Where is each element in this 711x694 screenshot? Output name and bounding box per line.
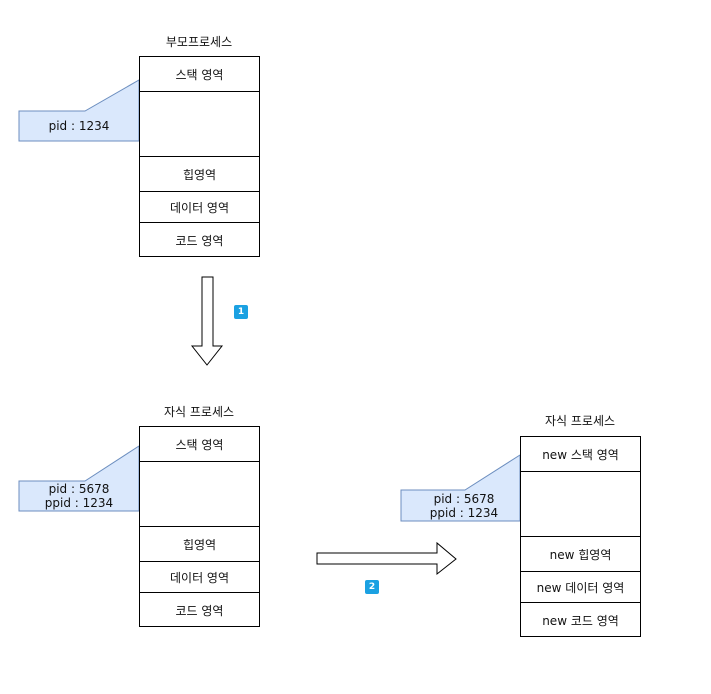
child-new-pid-label-box: pid : 5678 ppid : 1234 (401, 490, 527, 521)
child-code-segment: 코드 영역 (140, 592, 259, 627)
child-new-data-segment: new 데이터 영역 (521, 571, 640, 602)
parent-code-segment: 코드 영역 (140, 222, 259, 257)
child-pid-label-box: pid : 5678 ppid : 1234 (19, 481, 139, 511)
child-data-segment: 데이터 영역 (140, 561, 259, 592)
step-1-badge: 1 (234, 305, 248, 319)
child-new-heap-segment: new 힙영역 (521, 536, 640, 571)
child-new-stack-segment: new 스택 영역 (542, 447, 619, 462)
child-new-pid-text: pid : 5678 (433, 491, 495, 506)
child-new-free-space (521, 471, 640, 536)
parent-stack-segment: 스택 영역 (175, 67, 224, 82)
parent-pid-text: pid : 1234 (48, 119, 110, 133)
child-new-process-box: new 스택 영역 new 힙영역 new 데이터 영역 new 코드 영역 (520, 436, 641, 637)
child-stack-segment: 스택 영역 (175, 437, 224, 452)
child-process-box: 스택 영역 힙영역 데이터 영역 코드 영역 (139, 426, 260, 627)
child-pid-text: pid : 5678 (48, 482, 110, 496)
parent-heap-segment: 힙영역 (140, 156, 259, 191)
parent-data-segment: 데이터 영역 (140, 191, 259, 222)
child-free-space (140, 461, 259, 526)
child-heap-segment: 힙영역 (140, 526, 259, 561)
parent-process-title: 부모프로세스 (165, 35, 233, 49)
child-process-title: 자식 프로세스 (163, 405, 235, 419)
child-new-code-segment: new 코드 영역 (521, 602, 640, 637)
parent-process-box: 스택 영역 힙영역 데이터 영역 코드 영역 (139, 56, 260, 257)
child-new-process-title: 자식 프로세스 (544, 414, 616, 428)
step-2-badge: 2 (365, 580, 379, 594)
step2-right-arrow (316, 541, 457, 576)
step1-down-arrow (190, 276, 224, 366)
child-ppid-text: ppid : 1234 (44, 496, 114, 510)
parent-pid-label-box: pid : 1234 (19, 111, 139, 141)
parent-free-space (140, 91, 259, 156)
child-new-ppid-text: ppid : 1234 (429, 505, 499, 520)
